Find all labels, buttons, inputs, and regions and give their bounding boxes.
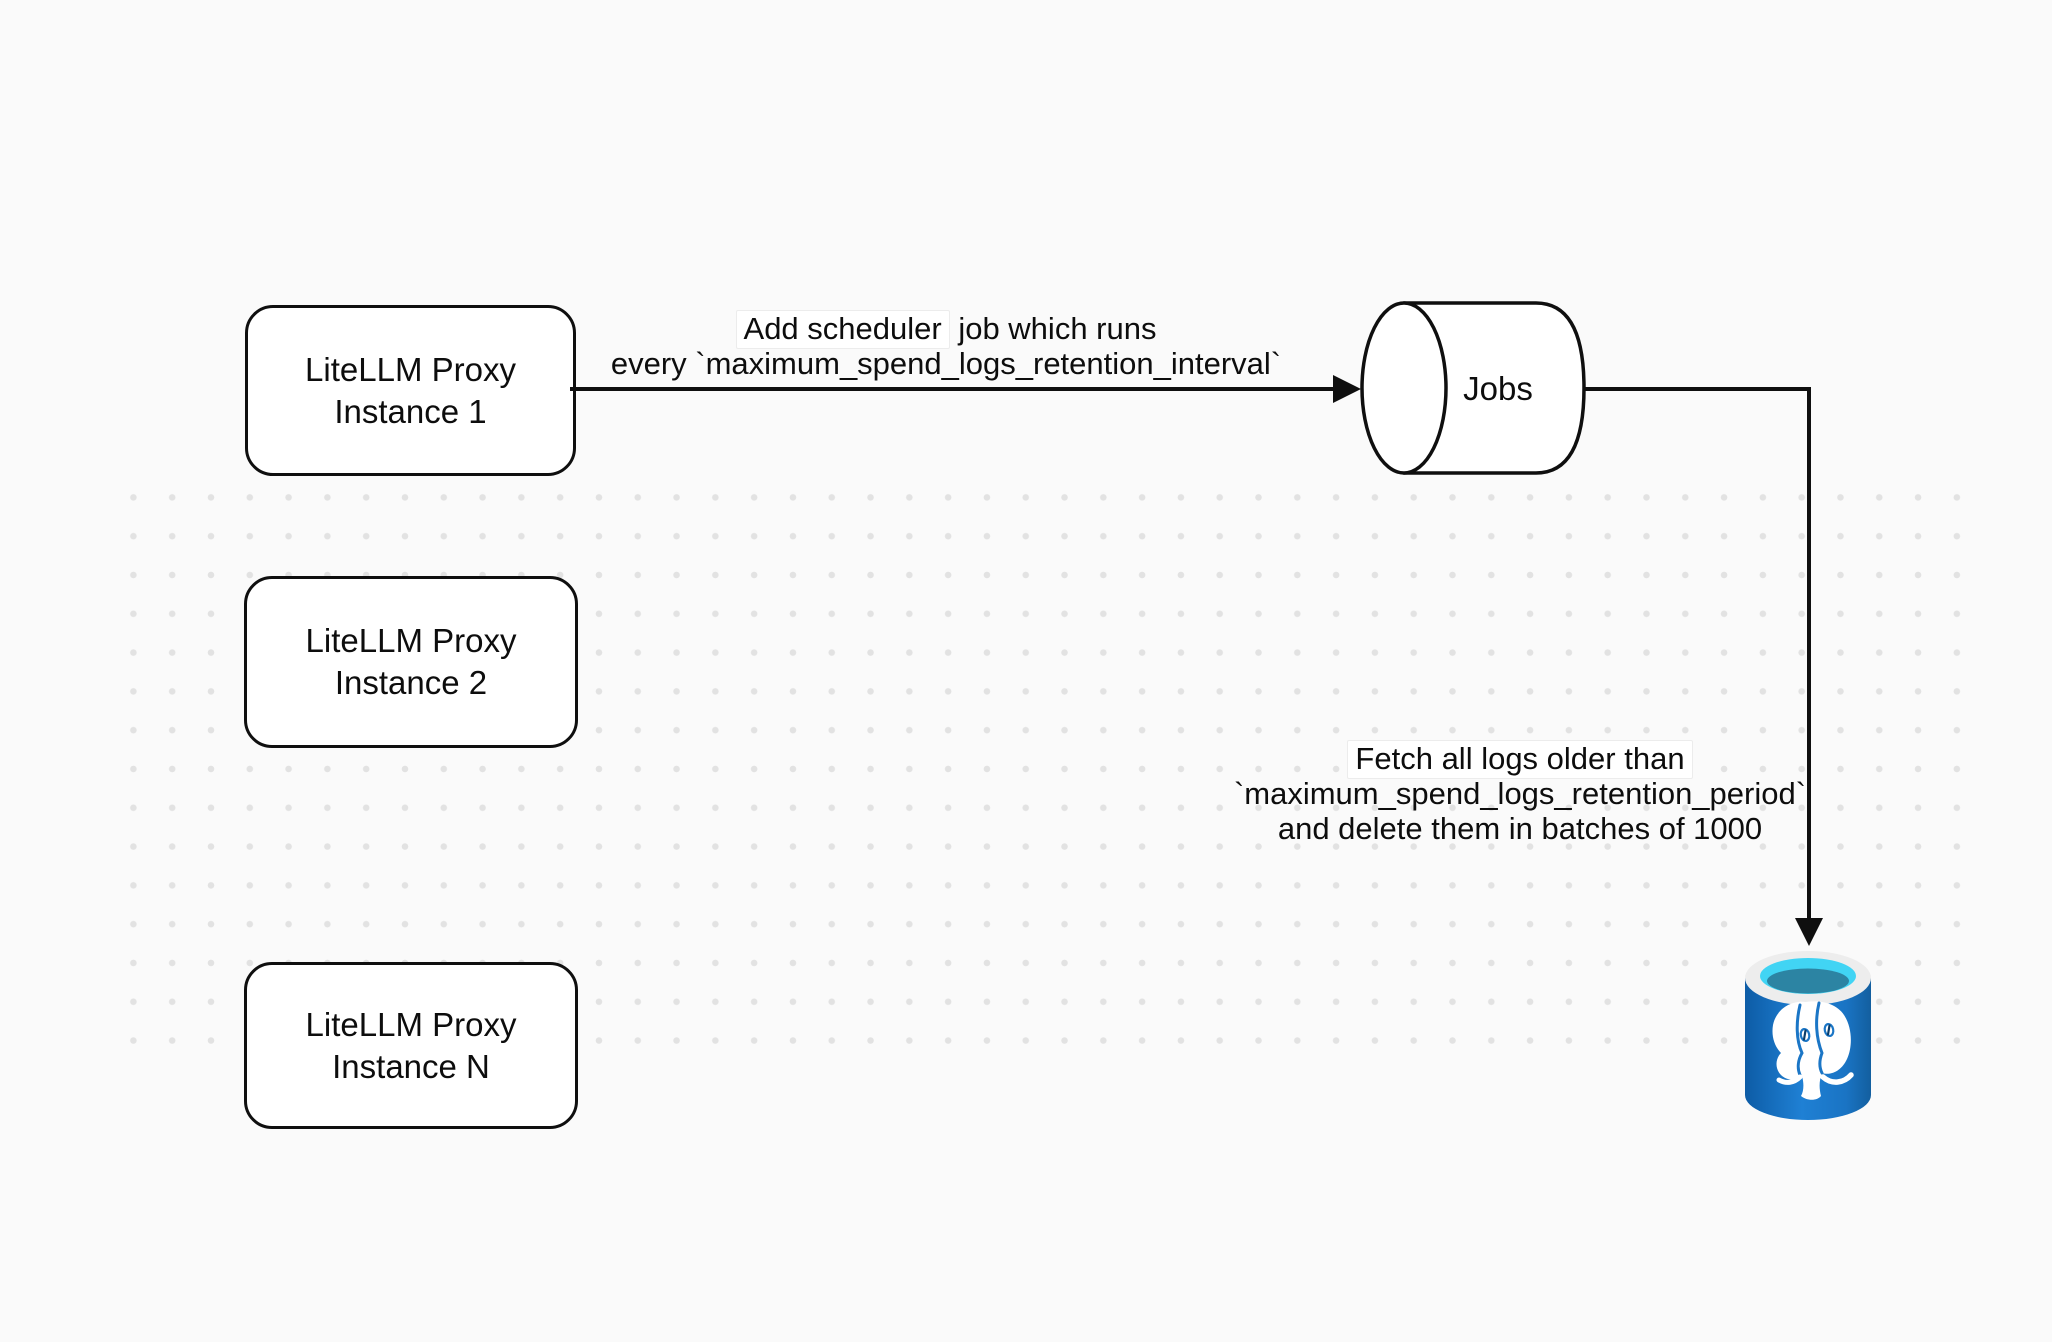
node-litellm-proxy-instance-n: LiteLLM Proxy Instance N: [244, 962, 578, 1129]
node-label-line2: Instance N: [332, 1047, 490, 1085]
jobs-queue-cylinder-icon: [1360, 301, 1586, 475]
node-label-line2: Instance 1: [334, 392, 487, 430]
arrowhead-into-postgres-icon: [1795, 918, 1823, 946]
node-label-line1: LiteLLM Proxy: [305, 350, 516, 388]
edge-label-fetch-line2: `maximum_spend_logs_retention_period`: [1233, 776, 1807, 811]
arrowhead-into-jobs-icon: [1333, 375, 1361, 403]
edge-label-scheduler-line1-rest: job which runs: [949, 311, 1157, 346]
edge-label-scheduler: Add scheduler job which runs every `maxi…: [556, 310, 1336, 381]
edge-label-fetch-line1: Fetch all logs older than: [1130, 740, 1910, 779]
edge-label-highlight-chip: Add scheduler: [735, 310, 950, 349]
node-label-line1: LiteLLM Proxy: [305, 1005, 517, 1043]
node-litellm-proxy-instance-1: LiteLLM Proxy Instance 1: [245, 305, 576, 476]
postgresql-database-icon: [1745, 951, 1871, 1120]
edge-label-fetch-chip: Fetch all logs older than: [1347, 740, 1693, 779]
edge-label-fetch-line3: and delete them in batches of 1000: [1277, 811, 1763, 846]
postgres-elephant-glyph: [1772, 1001, 1854, 1100]
edge-line-instance1-to-jobs: [570, 387, 1335, 391]
edge-label-scheduler-line2: every `maximum_spend_logs_retention_inte…: [610, 346, 1282, 381]
node-litellm-proxy-instance-2: LiteLLM Proxy Instance 2: [244, 576, 578, 748]
edge-line-jobs-down: [1807, 387, 1811, 921]
node-label-line1: LiteLLM Proxy: [305, 622, 517, 659]
jobs-node-label: Jobs: [1463, 370, 1533, 407]
edge-label-scheduler-line1: Add scheduler job which runs: [556, 310, 1336, 349]
node-label-line2: Instance 2: [334, 664, 488, 701]
edge-line-jobs-right: [1584, 387, 1811, 391]
edge-label-fetch-delete: Fetch all logs older than `maximum_spend…: [1130, 740, 1910, 846]
